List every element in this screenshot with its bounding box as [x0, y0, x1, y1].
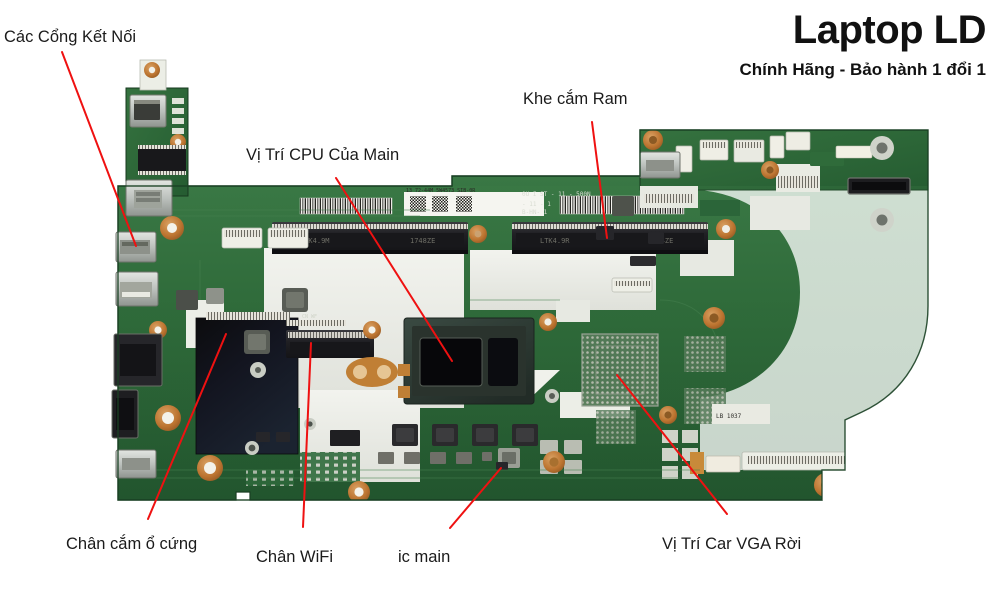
- svg-text:LTK4.9M: LTK4.9M: [300, 237, 330, 245]
- callout-cac-cong-ket-noi: Các Cổng Kết Nối: [4, 28, 137, 46]
- callout-vi-tri-cpu-cua-main: Vị Trí CPU Của Main: [246, 146, 400, 164]
- bottom-component-strip: [246, 430, 360, 486]
- brand-title: Laptop LD: [792, 8, 987, 52]
- svg-text:- 11 - 1: - 11 - 1: [522, 201, 551, 208]
- svg-text:0U I ST - 11 - 500N: 0U I ST - 11 - 500N: [522, 191, 591, 198]
- svg-text:QA: QA: [396, 178, 405, 186]
- cpu-package: [403, 317, 535, 405]
- io-ports-left-top: [125, 59, 189, 217]
- ffc-connectors-topleft: [221, 227, 309, 249]
- callout-chan-wifi: Chân WiFi: [256, 548, 334, 566]
- svg-text:LTK4.9R: LTK4.9R: [540, 237, 570, 245]
- callout-khe-cam-ram: Khe cắm Ram: [523, 90, 628, 108]
- svg-text:B-HN- 1: B-HN- 1: [522, 209, 548, 216]
- callout-ic-main: ic main: [398, 548, 451, 566]
- callout-vi-tri-car-vga-roi: Vị Trí Car VGA Rời: [662, 535, 802, 553]
- svg-text:13 72-44M 5W4573 SIB-0R: 13 72-44M 5W4573 SIB-0R: [406, 188, 476, 194]
- svg-text:1748ZE: 1748ZE: [410, 237, 435, 245]
- brand-tagline: Chính Hãng - Bảo hành 1 đổi 1: [739, 60, 987, 79]
- callout-chan-cam-o-cung: Chân cắm ổ cứng: [66, 535, 198, 553]
- io-ports-center-left: [639, 151, 681, 179]
- svg-text:LB 1037: LB 1037: [716, 413, 742, 420]
- svg-text:CN WF: CN WF: [302, 314, 317, 320]
